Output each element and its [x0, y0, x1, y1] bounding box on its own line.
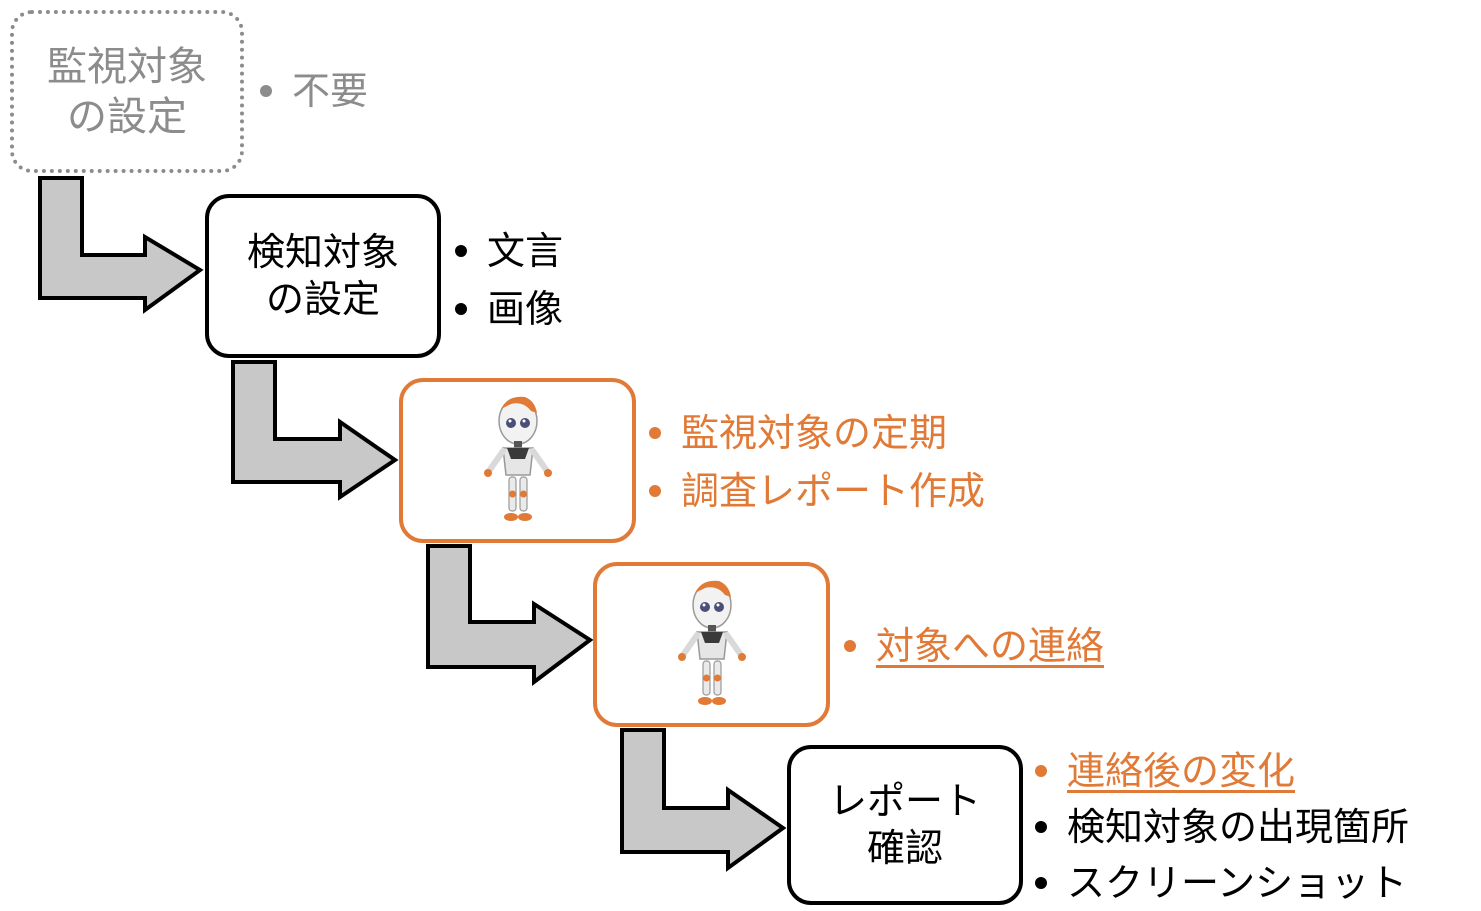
- connector-arrow-2: [231, 360, 399, 501]
- step-1-bullets: 不要: [256, 66, 368, 116]
- bullet-item: 検知対象の出現箇所: [1031, 799, 1409, 855]
- robot-mascot-icon: [483, 396, 552, 521]
- bullet-item: 文言: [451, 222, 563, 280]
- connector-arrow-3: [426, 544, 594, 686]
- step-box-report-review: レポート 確認: [787, 745, 1023, 905]
- connector-arrow-4: [620, 728, 787, 872]
- bullet-item: スクリーンショット: [1031, 855, 1409, 911]
- bullet-item: 対象への連絡: [840, 618, 1104, 674]
- step-2-bullets: 文言 画像: [451, 222, 563, 338]
- step-5-bullets: 連絡後の変化 検知対象の出現箇所 スクリーンショット: [1031, 743, 1409, 911]
- step-label: 検知対象 の設定: [246, 229, 399, 322]
- step-4-bullets: 対象への連絡: [840, 618, 1104, 674]
- step-3-bullets: 監視対象の定期 調査レポート作成: [645, 404, 985, 520]
- step-box-monitor-setup: 監視対象 の設定: [10, 10, 244, 173]
- bullet-item: 調査レポート作成: [645, 462, 985, 520]
- connector-arrow-1: [38, 176, 204, 314]
- bullet-item: 監視対象の定期: [645, 404, 985, 462]
- step-box-robot-contact: [593, 562, 830, 727]
- robot-mascot-icon: [677, 580, 746, 705]
- bullet-item: 画像: [451, 280, 563, 338]
- step-box-robot-report: [399, 378, 636, 543]
- step-box-detection-setup: 検知対象 の設定: [205, 194, 441, 358]
- bullet-item: 不要: [256, 66, 368, 116]
- bullet-item: 連絡後の変化: [1031, 743, 1409, 799]
- step-label: レポート 確認: [828, 778, 981, 871]
- step-label: 監視対象 の設定: [47, 43, 207, 140]
